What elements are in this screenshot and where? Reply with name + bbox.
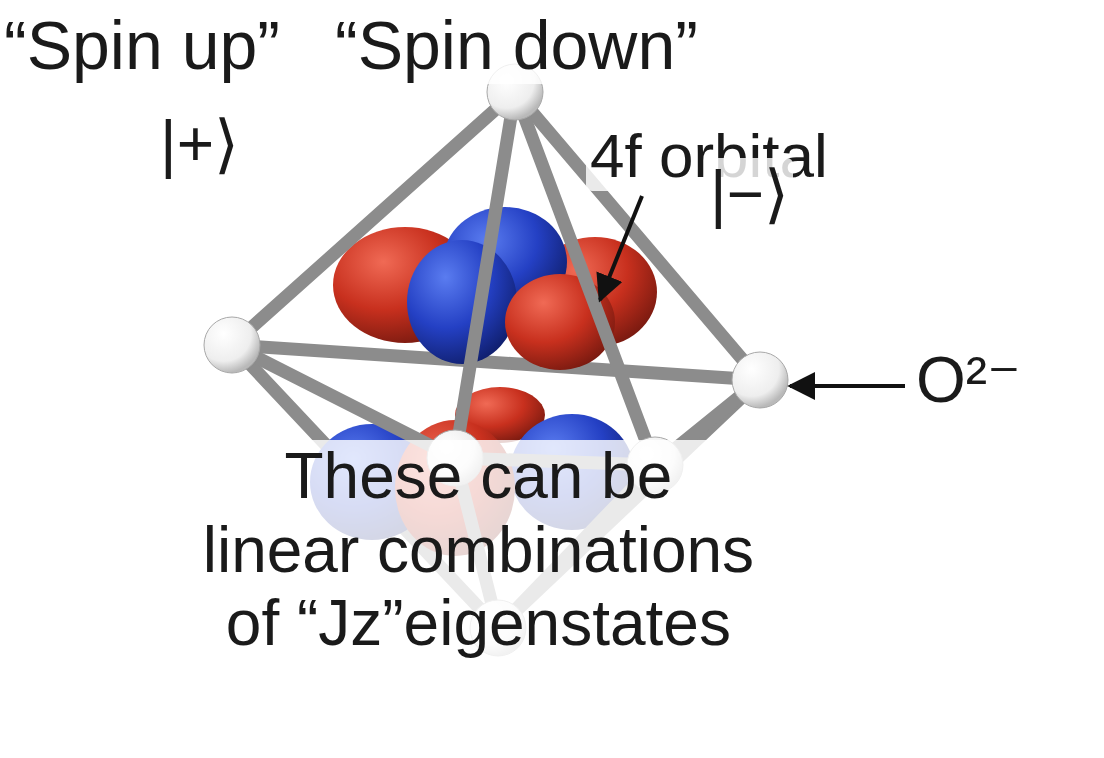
note-text: These can be linear combinations of “Jz”… [196,440,761,661]
spin-up-label: “Spin up” [0,6,284,84]
spin-down-label: “Spin down” [331,6,702,84]
ion-label: O²⁻ [912,344,1025,418]
ket-plus: |+⟩ [156,108,243,182]
ket-minus: |−⟩ [706,158,793,232]
